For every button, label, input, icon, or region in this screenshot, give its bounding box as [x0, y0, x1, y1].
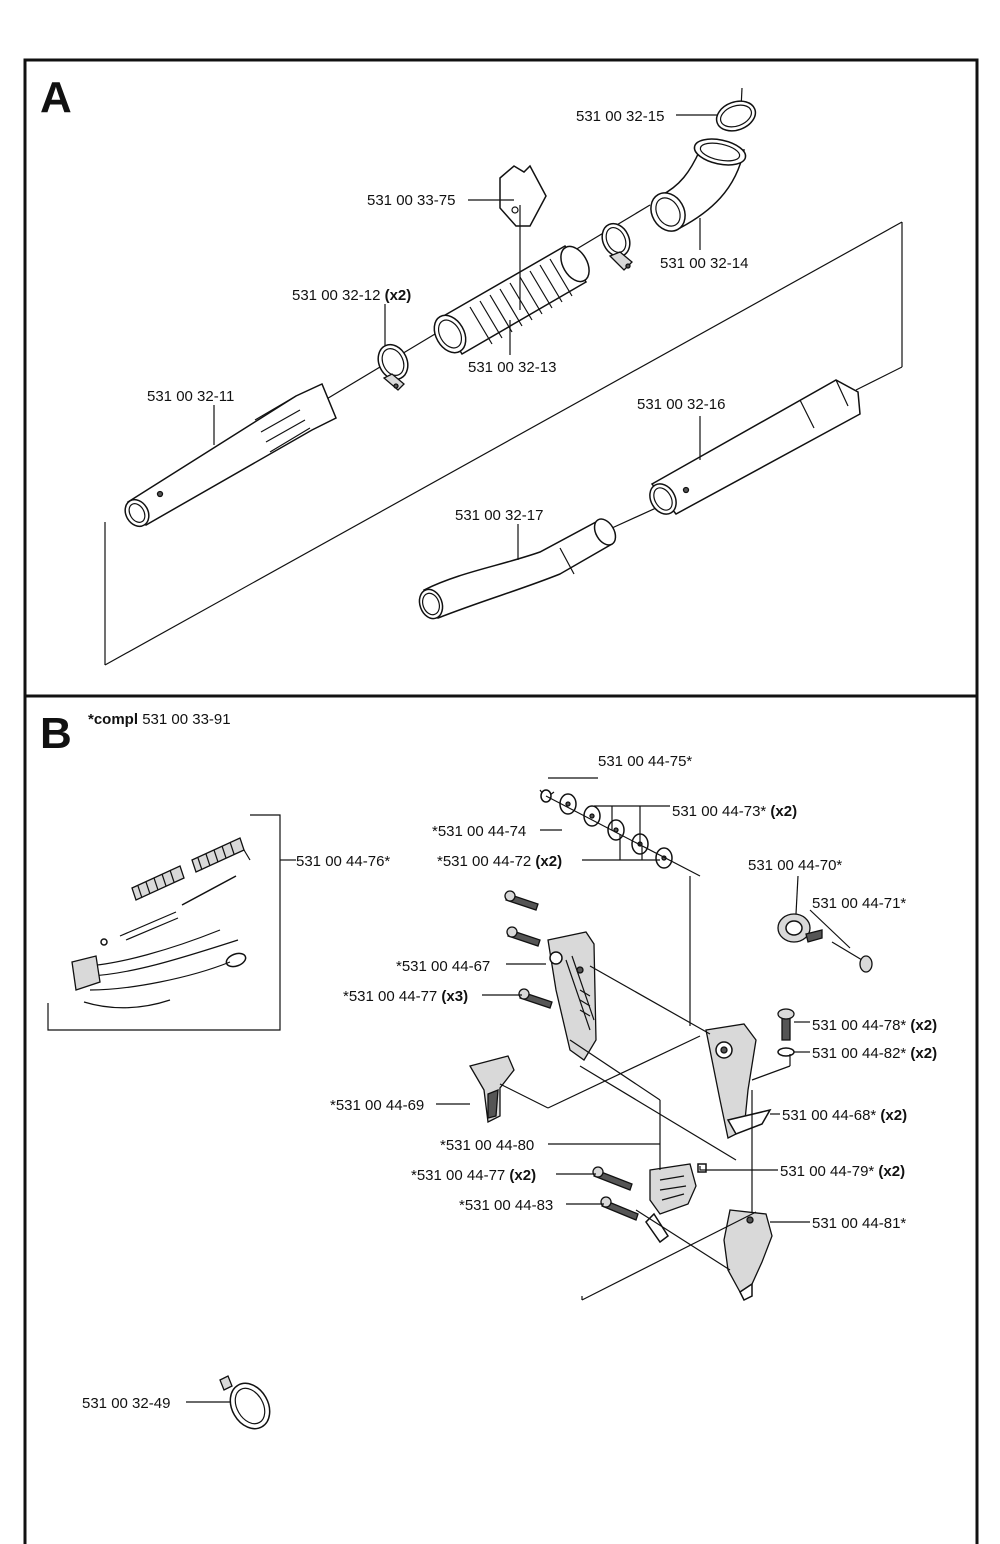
- part-number: *531 00 44-77: [411, 1167, 505, 1184]
- label-531-00-44-83: *531 00 44-83: [459, 1197, 553, 1214]
- label-531-00-32-49: 531 00 32-49: [82, 1395, 170, 1412]
- complete-assembly-note: *compl 531 00 33-91: [88, 711, 231, 728]
- label-531-00-44-77-b: *531 00 44-77 (x2): [411, 1167, 536, 1184]
- label-531-00-44-71: 531 00 44-71*: [812, 895, 906, 912]
- leader-lines-b: [436, 777, 851, 1223]
- clamp-32-12-upper: [601, 222, 633, 271]
- quantity: (x3): [441, 988, 468, 1005]
- part-number: *531 00 44-72: [437, 853, 531, 870]
- nut-44-79: [697, 1163, 707, 1173]
- handle-half-44-67: [547, 931, 597, 1061]
- leader-lines-a: [213, 114, 718, 560]
- nozzle-32-17: [418, 518, 617, 620]
- tag-33-75: [499, 164, 547, 227]
- quantity: (x2): [910, 1017, 937, 1034]
- assembly-guide-lines-b: [499, 876, 791, 1301]
- label-531-00-44-75: 531 00 44-75*: [598, 753, 692, 770]
- label-531-00-32-11: 531 00 32-11: [147, 388, 234, 405]
- section-letter-a: A: [40, 73, 72, 122]
- part-number: 531 00 44-68*: [782, 1107, 876, 1124]
- label-531-00-32-15: 531 00 32-15: [576, 108, 664, 125]
- cable-tie-32-49: [186, 1375, 271, 1430]
- label-531-00-44-69: *531 00 44-69: [330, 1097, 424, 1114]
- label-531-00-44-68: 531 00 44-68* (x2): [782, 1107, 907, 1124]
- o-ring-32-15-inner: [719, 104, 753, 128]
- tube-32-16: [649, 379, 861, 515]
- label-531-00-44-74: *531 00 44-74: [432, 823, 526, 840]
- cable-kit-44-76: [47, 814, 296, 1031]
- trigger-44-69: [469, 1055, 515, 1123]
- quantity: (x2): [880, 1107, 907, 1124]
- compl-number: 531 00 33-91: [142, 711, 230, 728]
- tube-32-11: [124, 382, 337, 528]
- label-531-00-32-12: 531 00 32-12 (x2): [292, 287, 411, 304]
- label-531-00-33-75: 531 00 33-75: [367, 192, 455, 209]
- label-531-00-44-72: *531 00 44-72 (x2): [437, 853, 562, 870]
- knob-44-70: [777, 913, 823, 943]
- part-number: 531 00 44-82*: [812, 1045, 906, 1062]
- quantity: (x2): [535, 853, 562, 870]
- quantity: (x2): [878, 1163, 905, 1180]
- label-531-00-44-77-a: *531 00 44-77 (x3): [343, 988, 468, 1005]
- label-531-00-44-76: 531 00 44-76*: [296, 853, 390, 870]
- pin-44-71: [831, 941, 873, 973]
- label-531-00-44-78: 531 00 44-78* (x2): [812, 1017, 937, 1034]
- label-531-00-44-80: *531 00 44-80: [440, 1137, 534, 1154]
- part-number: *531 00 44-77: [343, 988, 437, 1005]
- clamp-32-12-lower: [377, 343, 409, 391]
- quantity: (x2): [385, 287, 412, 304]
- clamp-bracket-44-80: [645, 1163, 697, 1244]
- label-531-00-32-13: 531 00 32-13: [468, 359, 556, 376]
- label-531-00-44-82: 531 00 44-82* (x2): [812, 1045, 937, 1062]
- section-letter-b: B: [40, 709, 72, 758]
- label-531-00-44-79: 531 00 44-79* (x2): [780, 1163, 905, 1180]
- label-531-00-32-16: 531 00 32-16: [637, 396, 725, 413]
- part-number: 531 00 44-78*: [812, 1017, 906, 1034]
- label-531-00-44-67: *531 00 44-67: [396, 958, 490, 975]
- label-531-00-44-73: 531 00 44-73* (x2): [672, 803, 797, 820]
- label-531-00-32-14: 531 00 32-14: [660, 255, 748, 272]
- quantity: (x2): [910, 1045, 937, 1062]
- label-531-00-44-81: 531 00 44-81*: [812, 1215, 906, 1232]
- label-531-00-32-17: 531 00 32-17: [455, 507, 543, 524]
- clamp-half-44-81: [723, 1209, 773, 1302]
- elbow-32-14: [650, 138, 747, 232]
- label-531-00-44-70: 531 00 44-70*: [748, 857, 842, 874]
- quantity: (x2): [770, 803, 797, 820]
- handle-44-68: [589, 965, 772, 1139]
- o-ring-32-15: [715, 100, 757, 132]
- part-number: 531 00 32-12: [292, 287, 380, 304]
- compl-prefix: *compl: [88, 711, 138, 728]
- panel-a-frame: [23, 58, 979, 698]
- hose-32-13: [433, 244, 590, 356]
- panel-b-frame: [23, 694, 979, 1544]
- part-number: 531 00 44-79*: [780, 1163, 874, 1180]
- quantity: (x2): [509, 1167, 536, 1184]
- part-number: 531 00 44-73*: [672, 803, 766, 820]
